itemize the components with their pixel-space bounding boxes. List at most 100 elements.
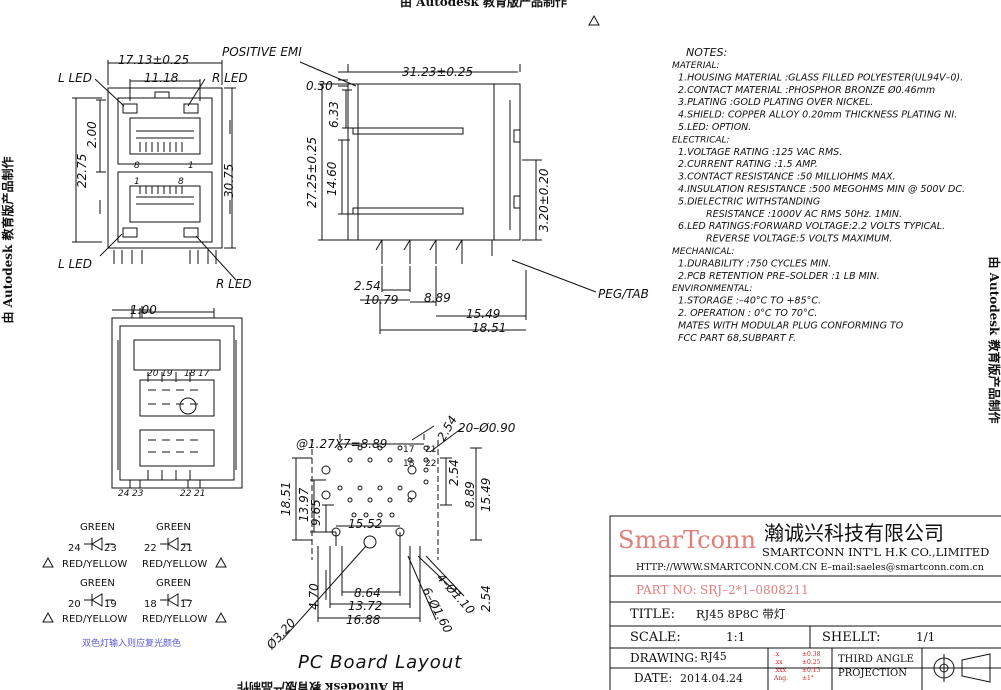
dim-22-75: 22.75 xyxy=(75,154,89,188)
pin-label: 8 xyxy=(134,161,140,171)
note-line: 4.SHIELD: COPPER ALLOY 0.20mm THICKNESS … xyxy=(678,110,957,121)
legend-pin: 17 xyxy=(180,599,193,610)
watermark-right: 由 Autodesk 教育版产品制作 xyxy=(987,256,1001,423)
note-line: 3.PLATING :GOLD PLATING OVER NICKEL. xyxy=(678,97,873,108)
dim-3-20: 3.20±0.20 xyxy=(537,168,551,232)
bottom-view xyxy=(111,306,243,489)
dim-9-65: 9.65 xyxy=(309,499,323,526)
front-view xyxy=(72,60,237,281)
dim-31-23: 31.23±0.25 xyxy=(402,65,473,79)
legend-pin: 22 xyxy=(144,543,157,554)
pcb-layout xyxy=(281,425,482,641)
tol-value: ±1° xyxy=(802,675,814,682)
pin-label: 19 xyxy=(161,369,173,379)
note-line: FCC PART 68,SUBPART F. xyxy=(678,333,796,344)
label-positive-emi: POSITIVE EMI xyxy=(222,45,302,59)
part-no-value: SRJ–2*1–0808211 xyxy=(700,583,809,597)
dim-10-79: 10.79 xyxy=(364,293,398,307)
note-line: 1.HOUSING MATERIAL :GLASS FILLED POLYEST… xyxy=(678,72,963,83)
scale-value: 1:1 xyxy=(726,630,745,644)
dim-16-88: 16.88 xyxy=(346,613,381,627)
dim-holes-20: 20–Ø0.90 xyxy=(458,421,516,435)
legend-color: GREEN xyxy=(156,522,191,533)
dim-2-54: 2.54 xyxy=(479,585,493,612)
drawing-value: RJ45 xyxy=(700,650,727,663)
pin-label: 23 xyxy=(132,489,144,499)
dim-15-52: 15.52 xyxy=(348,517,382,531)
dim-3-20: Ø3.20 xyxy=(263,615,299,652)
pin-label: 21 xyxy=(194,489,205,499)
triangle-icon xyxy=(42,611,54,623)
led-legend xyxy=(42,537,227,623)
legend-color: GREEN xyxy=(80,522,115,533)
dim-8-89: 8.89 xyxy=(424,291,451,305)
legend-color: GREEN xyxy=(156,578,191,589)
pcb-pin-label: 21 xyxy=(425,445,436,455)
legend-pin: 18 xyxy=(144,599,157,610)
pcb-title: PC Board Layout xyxy=(298,652,462,673)
dim-inner-width: 11.18 xyxy=(144,71,179,85)
note-line: REVERSE VOLTAGE:5 VOLTS MAXIMUM. xyxy=(706,234,892,245)
title-block xyxy=(609,515,1001,690)
pcb-pin-label: 22 xyxy=(425,459,436,469)
label-l-led-bottom: L LED xyxy=(58,257,92,271)
pin-label: 17 xyxy=(198,369,210,379)
note-line: 4.INSULATION RESISTANCE :500 MEGOHMS MIN… xyxy=(678,184,965,195)
note-line: ENVIRONMENTAL: xyxy=(672,284,752,294)
dim-14-60: 14.60 xyxy=(325,161,339,196)
dim-15-49: 15.49 xyxy=(479,478,493,512)
dim-2-54: 2.54 xyxy=(354,279,381,293)
company-logo: SmarTconn xyxy=(618,526,756,554)
dim-6-33: 6.33 xyxy=(327,101,341,128)
dim-27-25: 27.25±0.25 xyxy=(305,137,319,208)
label-peg-tab: PEG/TAB xyxy=(598,287,649,301)
pin-label: 18 xyxy=(184,369,196,379)
triangle-icon xyxy=(215,556,227,568)
note-line: 5.LED: OPTION. xyxy=(678,122,751,133)
sheet-label: SHELLT: xyxy=(822,630,881,645)
watermark-top: 由 Autodesk 教育版产品制作 xyxy=(400,0,567,9)
notes-title: NOTES: xyxy=(686,46,727,59)
pin-label: 22 xyxy=(180,489,192,499)
title-label: TITLE: xyxy=(630,607,675,622)
note-line: RESISTANCE :1000V AC RMS 50Hz. 1MIN. xyxy=(706,209,902,220)
legend-note: 双色灯输入则应复光颜色 xyxy=(82,637,181,649)
projection-line-2: PROJECTION xyxy=(838,668,907,679)
dim-top-width: 17.13±0.25 xyxy=(118,53,189,67)
legend-pin: 20 xyxy=(68,599,81,610)
note-line: 2.CURRENT RATING :1.5 AMP. xyxy=(678,159,818,170)
note-line: 1.STORAGE :–40°C TO +85°C. xyxy=(678,296,821,307)
pcb-pin-label: 17 xyxy=(403,445,414,455)
pcb-holes xyxy=(321,445,429,549)
legend-pin: 23 xyxy=(104,543,117,554)
note-line: 2.PCB RETENTION PRE–SOLDER :1 LB MIN. xyxy=(678,271,880,282)
note-line: 3.CONTACT RESISTANCE :50 MILLIOHMS MAX. xyxy=(678,172,896,183)
date-value: 2014.04.24 xyxy=(680,672,743,685)
dim-0-30: 0.30 xyxy=(306,79,333,93)
dim-pitch: @1.27X7=8.89 xyxy=(296,437,387,451)
legend-sub: RED/YELLOW xyxy=(142,559,207,570)
tol-label: .x xyxy=(774,651,780,658)
tol-label: .xx xyxy=(774,659,783,666)
title-value: RJ45 8P8C 带灯 xyxy=(696,607,786,621)
pin-label: 1 xyxy=(134,177,140,187)
tol-value: ±0.38 xyxy=(802,651,821,658)
dim-2-00: 2.00 xyxy=(85,121,99,148)
notes-block: NOTES: MATERIAL:1.HOUSING MATERIAL :GLAS… xyxy=(672,46,965,344)
projection-line-1: THIRD ANGLE xyxy=(838,654,914,665)
part-no-label: PART NO: xyxy=(636,583,697,597)
note-line: 2. OPERATION : 0°C TO 70°C. xyxy=(678,308,817,319)
pin-label: 24 xyxy=(118,489,130,499)
label-r-led-bottom: R LED xyxy=(216,277,252,291)
company-name-en: SMARTCONN INT'L H.K CO.,LIMITED xyxy=(762,545,989,559)
dim-13-72: 13.72 xyxy=(348,599,382,613)
dim-2-54: 2.54 xyxy=(447,459,461,486)
triangle-icon xyxy=(42,556,54,568)
note-line: MATERIAL: xyxy=(672,61,720,71)
note-line: MATES WITH MODULAR PLUG CONFORMING TO xyxy=(678,320,904,331)
label-l-led-top: L LED xyxy=(58,71,92,85)
date-label: DATE: xyxy=(634,671,672,685)
dim-18-51: 18.51 xyxy=(279,482,293,516)
triangle-icon xyxy=(588,14,600,26)
dim-15-49: 15.49 xyxy=(466,307,500,321)
